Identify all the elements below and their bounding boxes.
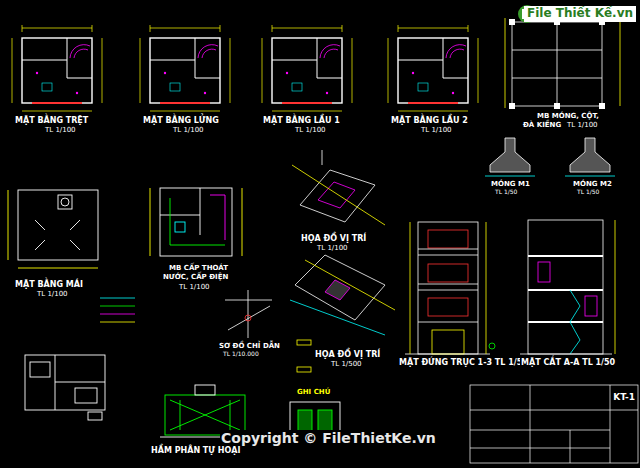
view-title: HẦM PHÂN TỰ HOẠI <box>150 446 241 455</box>
view-title: HỌA ĐỒ VỊ TRÍ <box>300 234 367 243</box>
view-title: MẶT BẰNG LỬNG <box>142 116 220 125</box>
scale-note: TL 1/100 <box>420 126 453 134</box>
scale-note: TL 1/50 <box>494 189 518 196</box>
scale-note: TL 1/100 <box>566 121 599 129</box>
scale-note: TL 1/100 <box>172 126 205 134</box>
scale-note: TL 1/100 <box>44 126 77 134</box>
scale-note: TL 1/100 <box>316 244 349 252</box>
watermark: Copyright © FileThietKe.vn <box>220 430 437 446</box>
view-title: MB CẤP THOÁT <box>168 264 229 272</box>
view-title: MẶT BẰNG MÁI <box>14 280 84 289</box>
scale-note: TL 1/100 <box>36 290 69 298</box>
scale-note: TL 1/500 <box>330 360 363 368</box>
view-title: SƠ ĐỒ CHỈ DẪN <box>218 342 281 350</box>
scale-note: TL 1/100 <box>178 283 211 291</box>
view-title: MẶT BẰNG LẦU 1 <box>262 116 341 125</box>
scale-note: TL 1/10.000 <box>222 351 260 358</box>
view-title: NƯỚC, CẤP ĐIỆN <box>162 273 229 281</box>
scale-note: TL 1/100 <box>294 126 327 134</box>
view-title: ĐÀ KIỀNG <box>522 121 562 129</box>
view-title: MẶT BẰNG LẦU 2 <box>390 116 469 125</box>
view-title: MẶT BẰNG TRỆT <box>14 116 89 125</box>
view-title: MẶT CẮT A-A TL 1/50 <box>520 358 616 367</box>
note-heading: GHI CHÚ <box>296 388 331 396</box>
logo-text: File Thiết Kế.vn <box>524 6 636 22</box>
view-title: MÓNG M1 <box>490 180 531 188</box>
view-title: MB MÓNG, CỘT, <box>536 112 600 120</box>
view-title: MÓNG M2 <box>572 180 613 188</box>
scale-note: TL 1/50 <box>576 189 600 196</box>
sheet-number: KT-1 <box>612 392 636 402</box>
view-title: MẶT ĐỨNG TRỤC 1-3 TL 1/50 <box>398 358 529 367</box>
view-title: HỌA ĐỒ VỊ TRÍ <box>314 350 381 359</box>
